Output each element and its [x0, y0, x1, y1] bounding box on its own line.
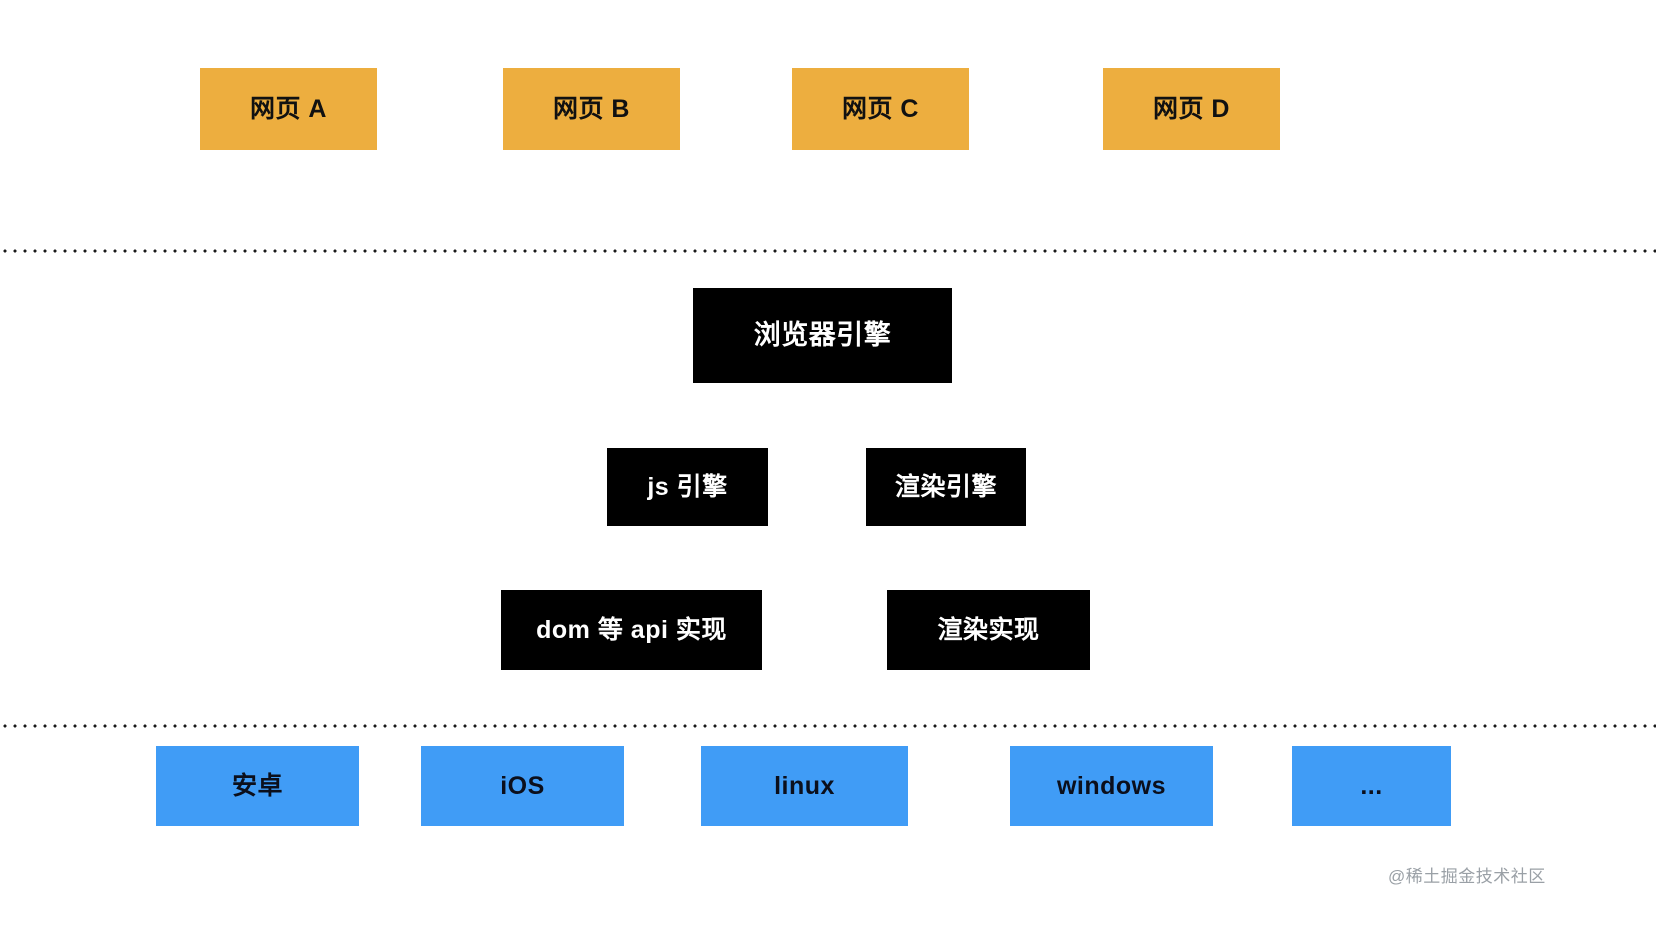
node-browser-engine[interactable]: 浏览器引擎 — [693, 288, 952, 383]
node-os-more[interactable]: ... — [1292, 746, 1451, 826]
node-dom-api-impl[interactable]: dom 等 api 实现 — [501, 590, 762, 670]
node-web-page-a[interactable]: 网页 A — [200, 68, 377, 150]
node-js-engine[interactable]: js 引擎 — [607, 448, 768, 526]
node-web-page-b[interactable]: 网页 B — [503, 68, 680, 150]
divider-pages-engine — [0, 249, 1656, 253]
node-web-page-c[interactable]: 网页 C — [792, 68, 969, 150]
node-render-engine[interactable]: 渲染引擎 — [866, 448, 1026, 526]
watermark: @稀土掘金技术社区 — [1388, 867, 1546, 886]
node-render-impl[interactable]: 渲染实现 — [887, 590, 1090, 670]
node-os-ios[interactable]: iOS — [421, 746, 624, 826]
node-os-linux[interactable]: linux — [701, 746, 908, 826]
node-web-page-d[interactable]: 网页 D — [1103, 68, 1280, 150]
node-os-windows[interactable]: windows — [1010, 746, 1213, 826]
divider-engine-os — [0, 724, 1656, 728]
node-os-android[interactable]: 安卓 — [156, 746, 359, 826]
